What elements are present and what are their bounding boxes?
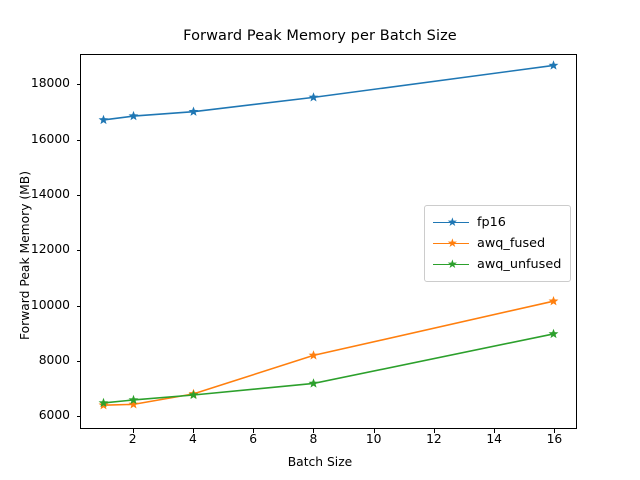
data-point-marker — [128, 399, 139, 409]
y-tick-mark — [76, 416, 80, 418]
legend-label: fp16 — [477, 215, 506, 230]
legend-item-awq_unfused[interactable]: ★ awq_unfused — [433, 254, 561, 275]
y-tick-label: 6000 — [38, 408, 70, 423]
x-tick-mark — [433, 429, 435, 433]
x-tick-mark — [313, 429, 315, 433]
plot-area — [80, 54, 577, 429]
x-tick-label: 6 — [249, 432, 258, 446]
legend-swatch-icon: ★ — [433, 216, 469, 230]
y-tick-label: 12000 — [30, 242, 70, 257]
series-line — [103, 300, 554, 406]
y-tick-label: 18000 — [30, 76, 70, 91]
x-tick-mark — [132, 429, 134, 433]
data-point-marker — [188, 106, 199, 116]
series-line — [103, 64, 554, 121]
series-fp16 — [98, 60, 559, 125]
data-point-marker — [128, 110, 139, 121]
series-plot — [98, 60, 559, 410]
y-tick-label: 10000 — [30, 297, 70, 312]
legend-swatch-icon: ★ — [433, 237, 469, 251]
legend-item-awq_fused[interactable]: ★ awq_fused — [433, 233, 561, 254]
x-tick-label: 2 — [128, 432, 137, 446]
x-tick-mark — [494, 429, 496, 433]
y-tick-mark — [76, 250, 80, 252]
data-point-marker — [188, 389, 199, 400]
data-point-marker — [308, 92, 319, 102]
data-point-marker — [548, 296, 559, 306]
legend-label: awq_unfused — [477, 257, 562, 272]
y-tick-label: 14000 — [30, 187, 70, 202]
data-point-marker — [308, 378, 319, 388]
legend[interactable]: ★ fp16 ★ awq_fused ★ awq_unfused — [424, 205, 572, 282]
data-point-marker — [308, 350, 319, 360]
data-point-marker — [128, 394, 139, 405]
y-tick-mark — [76, 195, 80, 197]
legend-label: awq_fused — [477, 236, 546, 251]
y-tick-mark — [76, 305, 80, 307]
data-point-marker — [98, 114, 109, 125]
x-tick-label: 14 — [486, 432, 502, 446]
legend-item-fp16[interactable]: ★ fp16 — [433, 212, 561, 233]
x-tick-label: 4 — [189, 432, 197, 446]
y-tick-mark — [76, 139, 80, 141]
y-tick-label: 16000 — [30, 131, 70, 146]
series-awq_fused — [98, 296, 559, 410]
series-awq_unfused — [98, 328, 559, 408]
x-tick-mark — [192, 429, 194, 433]
data-point-marker — [98, 397, 109, 408]
legend-swatch-icon: ★ — [433, 258, 469, 272]
y-tick-mark — [76, 360, 80, 362]
x-tick-label: 10 — [365, 432, 382, 446]
x-tick-mark — [373, 429, 375, 433]
data-point-marker — [548, 60, 559, 70]
series-line — [103, 333, 554, 404]
x-tick-mark — [554, 429, 556, 433]
y-tick-label: 8000 — [38, 352, 70, 367]
x-tick-label: 8 — [309, 432, 318, 446]
x-tick-label: 12 — [426, 432, 442, 446]
x-tick-label: 16 — [546, 432, 563, 446]
y-tick-mark — [76, 84, 80, 86]
x-axis-label: Batch Size — [287, 455, 353, 469]
data-point-marker — [548, 328, 559, 339]
x-tick-mark — [253, 429, 255, 433]
chart-title: Forward Peak Memory per Batch Size — [183, 28, 457, 44]
